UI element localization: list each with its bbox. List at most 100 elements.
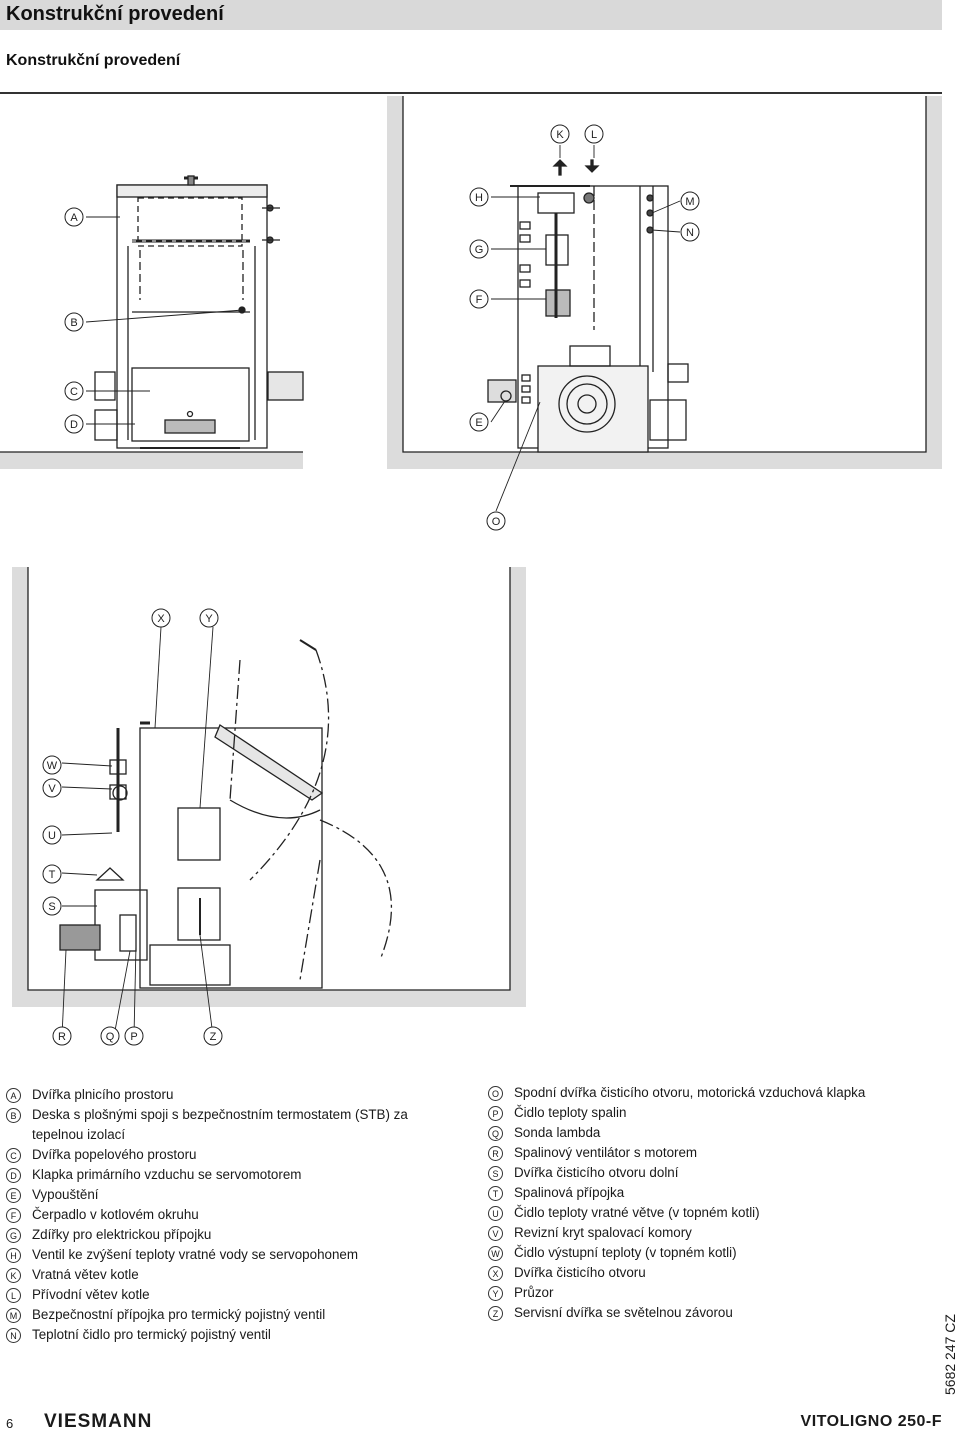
label-s: S <box>42 896 62 916</box>
legend-text: Teplotní čidlo pro termický pojistný ven… <box>32 1327 271 1342</box>
legend-text: Čerpadlo v kotlovém okruhu <box>32 1207 199 1222</box>
front-fill-door <box>137 197 243 247</box>
legend-text: Dvířka čisticího otvoru <box>514 1265 646 1280</box>
label-h: H <box>469 187 489 207</box>
legend-item: W Čidlo výstupní teploty (v topném kotli) <box>488 1243 928 1263</box>
legend-key: M <box>6 1308 21 1323</box>
legend-text: Revizní kryt spalovací komory <box>514 1225 692 1240</box>
label-d: D <box>64 414 84 434</box>
svg-text:U: U <box>48 830 56 842</box>
label-x: X <box>151 608 171 628</box>
legend-key: O <box>488 1086 503 1101</box>
legend-key: V <box>488 1226 503 1241</box>
product-name: VITOLIGNO 250-F <box>800 1413 942 1430</box>
svg-text:P: P <box>130 1031 137 1043</box>
label-p: P <box>124 1026 144 1046</box>
legend-key: P <box>488 1106 503 1121</box>
label-v: V <box>42 778 62 798</box>
svg-text:K: K <box>556 129 564 141</box>
section-rule <box>0 92 942 94</box>
legend-item: X Dvířka čisticího otvoru <box>488 1263 928 1283</box>
legend-text: Vypouštění <box>32 1187 99 1202</box>
legend-item: B Deska s plošnými spoji s bezpečnostním … <box>6 1105 461 1145</box>
legend-key: W <box>488 1246 503 1261</box>
lower-side-view <box>12 567 526 1007</box>
legend-text: Sonda lambda <box>514 1125 601 1140</box>
legend-key: X <box>488 1266 503 1281</box>
legend-item: R Spalinový ventilátor s motorem <box>488 1143 928 1163</box>
svg-text:G: G <box>475 244 484 256</box>
legend-text: Spalinová přípojka <box>514 1185 625 1200</box>
svg-text:H: H <box>475 192 483 204</box>
label-k: K <box>550 124 570 144</box>
lower-body <box>139 727 323 989</box>
svg-text:V: V <box>48 783 56 795</box>
svg-text:M: M <box>685 196 694 208</box>
svg-text:N: N <box>686 227 694 239</box>
legend-item: N Teplotní čidlo pro termický pojistný ve… <box>6 1325 461 1345</box>
legend-key: B <box>6 1108 21 1123</box>
legend-item: Q Sonda lambda <box>488 1123 928 1143</box>
label-n: N <box>680 222 700 242</box>
legend-key: F <box>6 1208 21 1223</box>
legend-item: K Vratná větev kotle <box>6 1265 461 1285</box>
legend-item: T Spalinová přípojka <box>488 1183 928 1203</box>
page-header-title: Konstrukční provedení <box>6 3 224 25</box>
svg-text:B: B <box>70 317 77 329</box>
front-view <box>0 175 304 469</box>
legend-item: V Revizní kryt spalovací komory <box>488 1223 928 1243</box>
label-g: G <box>469 239 489 259</box>
label-o: O <box>486 511 506 531</box>
svg-text:L: L <box>591 129 597 141</box>
label-e: E <box>469 412 489 432</box>
legend-text: Spalinový ventilátor s motorem <box>514 1145 698 1160</box>
label-t: T <box>42 864 62 884</box>
label-u: U <box>42 825 62 845</box>
legend-key: U <box>488 1206 503 1221</box>
legend-key: H <box>6 1248 21 1263</box>
svg-text:T: T <box>49 869 56 881</box>
brand-logo: VIESMANN <box>44 1411 153 1432</box>
label-c: C <box>64 381 84 401</box>
legend-right: O Spodní dvířka čisticího otvoru, motoric… <box>488 1083 928 1323</box>
document-number: 5682 247 CZ <box>942 1314 958 1395</box>
page-number: 6 <box>6 1416 14 1431</box>
legend-key: R <box>488 1146 503 1161</box>
legend-text: Zdířky pro elektrickou přípojku <box>32 1227 212 1242</box>
legend-text: Spodní dvířka čisticího otvoru, motorick… <box>514 1085 866 1100</box>
legend-text: Přívodní větev kotle <box>32 1287 150 1302</box>
legend-key: D <box>6 1168 21 1183</box>
legend-key: Q <box>488 1126 503 1141</box>
figure-labels: A B C D H G F E K L M N O X Y W V U T S … <box>42 124 700 1046</box>
legend-item: O Spodní dvířka čisticího otvoru, motoric… <box>488 1083 928 1103</box>
legend-key: N <box>6 1328 21 1343</box>
legend-key: S <box>488 1166 503 1181</box>
legend-text: Čidlo výstupní teploty (v topném kotli) <box>514 1245 737 1260</box>
legend-key: K <box>6 1268 21 1283</box>
svg-text:A: A <box>70 212 78 224</box>
legend-key: C <box>6 1148 21 1163</box>
svg-text:R: R <box>58 1031 66 1043</box>
svg-text:C: C <box>70 386 78 398</box>
side-view <box>387 96 942 469</box>
label-w: W <box>42 755 62 775</box>
legend-text: Klapka primárního vzduchu se servomotore… <box>32 1167 302 1182</box>
legend-key: Z <box>488 1306 503 1321</box>
legend-key: G <box>6 1228 21 1243</box>
legend-item: G Zdířky pro elektrickou přípojku <box>6 1225 461 1245</box>
legend-text: Vratná větev kotle <box>32 1267 139 1282</box>
svg-text:F: F <box>476 294 483 306</box>
svg-text:W: W <box>47 760 58 772</box>
svg-text:X: X <box>157 613 165 625</box>
legend-text: Deska s plošnými spoji s bezpečnostním t… <box>32 1107 408 1142</box>
legend-key: T <box>488 1186 503 1201</box>
